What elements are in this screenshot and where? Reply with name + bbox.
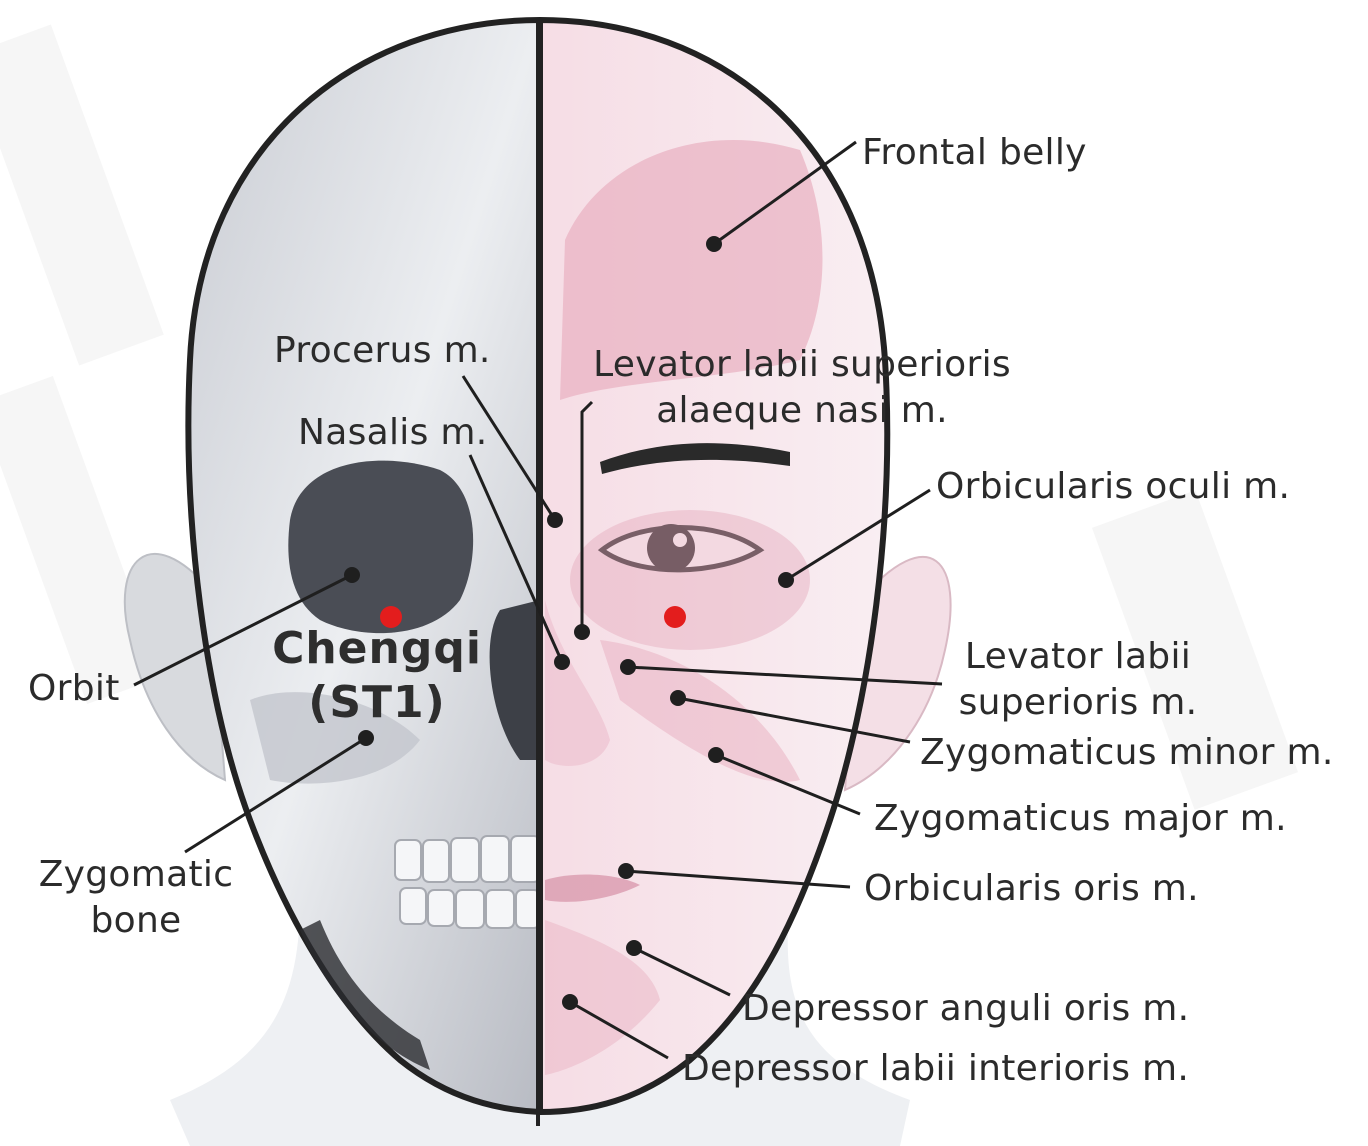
frontal-belly-muscle <box>560 140 823 400</box>
label-levator-superioris: Levator labii superioris m. <box>946 634 1210 726</box>
leader-orbicularis-oris <box>625 869 851 889</box>
leader-levator-superioris <box>627 665 943 686</box>
acupoint-label: Chengqi (ST1) <box>272 622 482 730</box>
leader-procerus <box>461 375 557 521</box>
leader-nasalis <box>468 454 564 663</box>
leader-orbit <box>133 573 353 687</box>
label-orbicularis-oris: Orbicularis oris m. <box>864 868 1199 909</box>
leader-orbicularis-oculi <box>785 488 931 582</box>
label-levator-alaeque-line1: Levator labii superioris <box>593 344 1011 385</box>
leader-depressor-anguli <box>633 946 731 997</box>
orbit-cavity <box>288 460 474 634</box>
lips <box>545 874 640 902</box>
acupoint-code: (ST1) <box>308 677 446 728</box>
label-depressor-anguli: Depressor anguli oris m. <box>742 988 1190 1029</box>
label-procerus: Procerus m. <box>274 330 491 371</box>
acupoint-name: Chengqi <box>272 623 482 674</box>
muscle-face-half <box>540 16 891 1116</box>
label-nasalis: Nasalis m. <box>298 412 488 453</box>
eyebrow <box>600 443 790 474</box>
acupoint-marker-right <box>664 606 686 628</box>
leader-lines <box>133 140 943 1060</box>
label-levator-alaeque-line2: alaeque nasi m. <box>656 390 948 431</box>
nose <box>545 600 610 766</box>
pointer-dots <box>344 236 794 1010</box>
label-levator-superioris-line2: superioris m. <box>958 682 1198 723</box>
leader-depressor-labii <box>569 1000 669 1060</box>
label-levator-alaeque: Levator labii superioris alaeque nasi m. <box>586 342 1018 434</box>
label-depressor-labii: Depressor labii interioris m. <box>682 1048 1190 1089</box>
label-zygomatic-bone-line1: Zygomatic <box>38 854 234 895</box>
leader-zygomaticus-minor <box>677 696 911 744</box>
label-orbicularis-oculi: Orbicularis oculi m. <box>936 466 1291 507</box>
label-zygomatic-bone-line2: bone <box>90 900 182 941</box>
label-zygomatic-bone: Zygomatic bone <box>30 852 242 944</box>
label-zygomaticus-major: Zygomaticus major m. <box>874 798 1287 839</box>
leader-levator-alaeque <box>580 400 594 632</box>
acupoint-marker-left <box>380 606 402 628</box>
leader-frontal-belly <box>713 140 857 246</box>
label-orbit: Orbit <box>28 668 120 709</box>
skull-half <box>185 16 540 1116</box>
watermark <box>0 24 1298 810</box>
label-levator-superioris-line1: Levator labii <box>964 636 1192 677</box>
label-zygomaticus-minor: Zygomaticus minor m. <box>920 732 1334 773</box>
leader-zygomatic-bone <box>184 736 367 854</box>
label-frontal-belly: Frontal belly <box>862 132 1087 173</box>
leader-zygomaticus-major <box>715 753 861 816</box>
